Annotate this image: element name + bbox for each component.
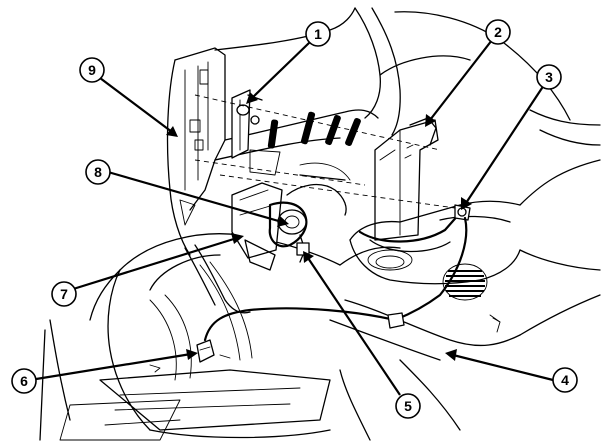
speaker-grille — [442, 263, 488, 301]
callout-2: 2 — [485, 19, 511, 45]
upper-guide-bracket — [231, 89, 263, 159]
callout-6-label: 6 — [20, 373, 28, 389]
callout-7: 7 — [51, 281, 77, 307]
lower-anchor-6 — [196, 339, 215, 363]
callout-4: 4 — [552, 367, 578, 393]
vehicle-interior-line-art — [39, 7, 601, 441]
lower-anchor-clip — [387, 312, 405, 329]
callout-1-label: 1 — [314, 26, 322, 42]
callout-8-label: 8 — [94, 164, 102, 180]
callout-9-label: 9 — [88, 62, 96, 78]
callout-6: 6 — [11, 368, 37, 394]
callout-3: 3 — [536, 64, 562, 90]
callout-2-label: 2 — [494, 24, 502, 40]
callout-1: 1 — [305, 21, 331, 47]
leader-lines — [29, 39, 554, 396]
callout-5-label: 5 — [404, 398, 412, 414]
retractor-assembly — [231, 174, 347, 271]
callout-4-label: 4 — [561, 372, 569, 388]
callout-8: 8 — [85, 159, 111, 185]
callout-7-label: 7 — [60, 286, 68, 302]
callout-9: 9 — [79, 57, 105, 83]
callout-5: 5 — [395, 393, 421, 419]
callout-3-label: 3 — [545, 69, 553, 85]
